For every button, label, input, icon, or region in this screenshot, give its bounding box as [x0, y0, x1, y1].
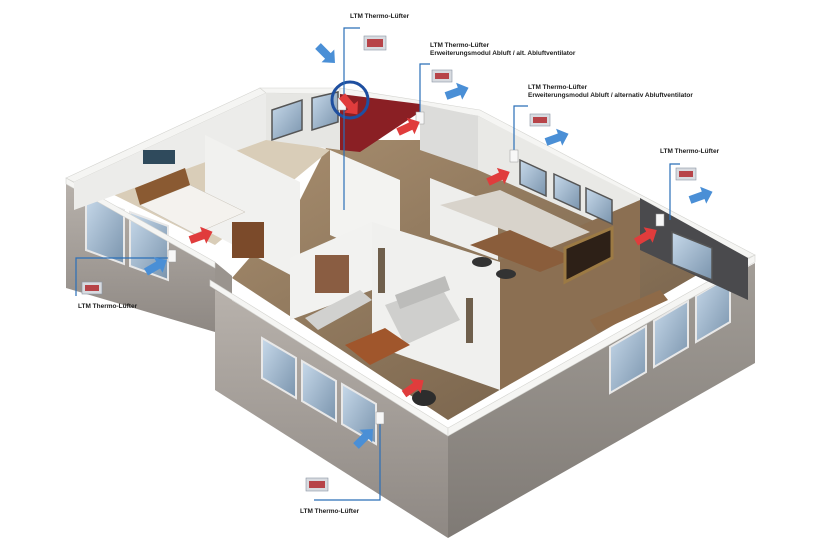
label-upper-center: LTM Thermo-Lüfter Erweiterungsmodul Ablu…: [430, 42, 575, 58]
supply-arrow-icon: [634, 227, 657, 246]
label-title: LTM Thermo-Lüfter: [430, 42, 490, 49]
supply-arrow-icon: [338, 93, 358, 115]
label-title: LTM Thermo-Lüfter: [528, 84, 588, 91]
intake-arrow-icon: [444, 82, 469, 100]
device-icon: [81, 281, 103, 295]
label-title: LTM Thermo-Lüfter: [78, 303, 138, 310]
device-icon: [431, 69, 453, 83]
label-title: LTM Thermo-Lüfter: [300, 508, 360, 515]
wall-rims: [65, 87, 756, 437]
intake-arrow-icon: [315, 43, 335, 63]
intake-arrow-icon: [544, 128, 569, 146]
device-icon: [675, 167, 697, 181]
label-title: LTM Thermo-Lüfter: [660, 148, 720, 155]
exterior-walls: [66, 180, 755, 538]
label-bottom: LTM Thermo-Lüfter: [300, 508, 359, 516]
label-top-center: LTM Thermo-Lüfter: [350, 13, 409, 21]
highlight-circle: [330, 80, 370, 120]
intake-arrow-icon: [144, 257, 167, 276]
label-left: LTM Thermo-Lüfter: [78, 303, 137, 311]
label-subtitle: Erweiterungsmodul Abluft / alt. Abluftve…: [430, 50, 576, 57]
supply-arrows: [188, 93, 657, 398]
intake-arrow-icon: [353, 429, 373, 449]
device-icons: [81, 35, 697, 492]
intake-arrow-icon: [688, 186, 713, 204]
device-icon: [529, 113, 551, 127]
device-icon: [305, 477, 329, 492]
supply-arrow-icon: [486, 167, 510, 186]
intake-arrows: [144, 43, 713, 449]
label-far-right: LTM Thermo-Lüfter: [660, 148, 719, 156]
label-title: LTM Thermo-Lüfter: [350, 13, 410, 20]
supply-arrow-icon: [396, 117, 420, 136]
label-subtitle: Erweiterungsmodul Abluft / alternativ Ab…: [528, 92, 693, 99]
label-upper-right: LTM Thermo-Lüfter Erweiterungsmodul Ablu…: [528, 84, 693, 100]
supply-arrow-icon: [188, 226, 213, 244]
supply-arrow-icon: [401, 378, 424, 398]
callout-lines: [75, 27, 680, 501]
device-icon: [363, 35, 387, 51]
furniture: [135, 91, 713, 406]
